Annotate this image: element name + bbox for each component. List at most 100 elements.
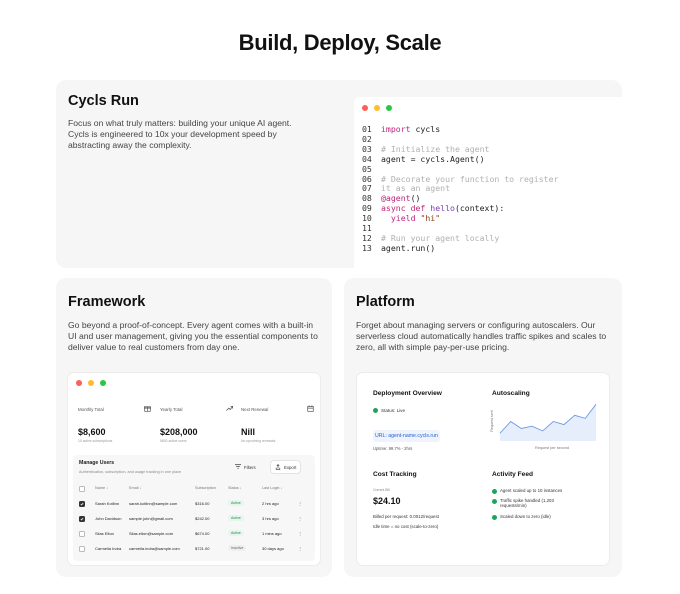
minimize-dot[interactable] <box>88 380 94 386</box>
select-all-checkbox[interactable] <box>79 486 85 492</box>
cell-last-login: 30 days ago <box>262 546 284 551</box>
row-checkbox[interactable] <box>79 546 85 552</box>
code-token: # Run your agent locally <box>381 232 500 243</box>
code-token: cycls <box>410 124 441 134</box>
cost-value: $24.10 <box>373 496 401 506</box>
export-label: Export <box>284 464 297 470</box>
code-line: 06 # Decorate your function to register <box>362 173 559 185</box>
framework-card: Framework Go beyond a proof-of-concept. … <box>56 278 332 577</box>
cell-last-login: 2 hrs ago <box>262 501 279 506</box>
framework-title: Framework <box>68 294 146 310</box>
line-number: 05 <box>362 163 372 174</box>
column-header-subscription[interactable]: Subscription <box>195 486 216 490</box>
cell-subscription: $674.00 <box>195 531 210 536</box>
close-dot[interactable] <box>76 380 82 386</box>
filters-button[interactable]: Filters <box>231 461 260 473</box>
line-number: 07 <box>362 183 372 194</box>
code-token: # Decorate your function to register <box>381 173 559 184</box>
column-header-email[interactable]: Email ↓ <box>129 486 142 490</box>
code-line: 02 <box>362 134 558 145</box>
cell-subscription: $316.00 <box>195 501 210 506</box>
deployment-url-link[interactable]: URL: agent-name.cycls.run <box>373 430 440 442</box>
code-token: # Initialize the agent <box>381 143 490 154</box>
stat-monthly-total: Monthly Total $8,600 10 active subscript… <box>78 406 153 447</box>
page-title: Build, Deploy, Scale <box>238 30 442 55</box>
dashboard-preview: Monthly Total $8,600 10 active subscript… <box>68 373 320 565</box>
line-number: 06 <box>362 173 372 184</box>
stat-value: $208,000 <box>160 427 198 437</box>
autoscaling-ylabel: Request sent <box>490 410 494 431</box>
cell-subscription: $721.00 <box>195 546 210 551</box>
cost-per-request: Billed per request: 0.0012/request <box>373 514 439 519</box>
export-button[interactable]: Export <box>271 461 301 473</box>
close-dot[interactable] <box>362 105 368 111</box>
filter-icon <box>235 464 241 470</box>
line-number: 12 <box>362 232 372 243</box>
cell-status: Inactive <box>228 545 247 551</box>
run-description: Focus on what truly matters: building yo… <box>68 118 292 150</box>
code-token: async def <box>381 203 431 214</box>
stat-subtext: 5800 active users <box>160 439 187 443</box>
cycls-run-card: Cycls Run Focus on what truly matters: b… <box>56 80 622 268</box>
code-line: 11 <box>362 223 558 234</box>
stat-value: Nill <box>241 427 256 437</box>
stat-label: Next Renewal <box>241 407 269 412</box>
stat-yearly-total: Yearly Total $208,000 5800 active users <box>160 405 235 447</box>
activity-item: Scaled down to zero (idle) <box>492 514 551 520</box>
code-line: 12 # Run your agent locally <box>362 232 558 244</box>
calendar-icon <box>307 405 314 414</box>
window-controls <box>362 105 392 111</box>
minimize-dot[interactable] <box>374 105 380 111</box>
column-header-last-login[interactable]: Last Login ↓ <box>262 486 283 490</box>
cell-email: sample.john@gmail.com <box>129 516 173 521</box>
cell-subscription: $242.00 <box>195 516 210 521</box>
platform-dashboard: Deployment Overview Status: Live URL: ag… <box>357 373 609 565</box>
row-checkbox[interactable] <box>79 501 85 507</box>
maximize-dot[interactable] <box>100 380 106 386</box>
code-line: 10 yield "hi" <box>362 213 558 224</box>
row-checkbox[interactable] <box>79 531 85 537</box>
code-token: yield <box>381 213 421 224</box>
code-line: 08@agent() <box>362 193 558 204</box>
code-line: 04 agent = cycls.Agent() <box>362 153 558 165</box>
users-subtitle: Authentication, subscription, and usage … <box>79 470 182 474</box>
table-row[interactable]: Carmella Indra carmella.indra@sample.com $… <box>76 541 312 556</box>
users-title: Manage Users <box>79 460 115 466</box>
column-header-status[interactable]: Status ↓ <box>228 486 242 490</box>
cell-status: Active <box>228 530 244 536</box>
row-checkbox[interactable] <box>79 516 85 522</box>
code-token: agent.run() <box>381 242 436 253</box>
check-icon <box>492 514 497 520</box>
row-menu-icon[interactable]: ⋮ <box>298 516 302 521</box>
run-title: Cycls Run <box>68 93 139 109</box>
autoscaling-xlabel: Request per second <box>535 446 569 450</box>
activity-item: Traffic spike handled (1,203 requests/mi… <box>492 498 568 508</box>
row-menu-icon[interactable]: ⋮ <box>298 501 302 506</box>
cell-name: Carmella Indra <box>95 546 122 551</box>
stat-subtext: 10 active subscriptions <box>78 439 113 443</box>
cell-name: Sarah Kotlinn <box>95 501 120 506</box>
column-header-name[interactable]: Name ↓ <box>95 486 109 490</box>
maximize-dot[interactable] <box>386 105 392 111</box>
export-icon <box>275 463 281 471</box>
window-controls <box>76 380 106 386</box>
line-number: 04 <box>362 153 372 164</box>
trend-up-icon <box>226 405 234 414</box>
cost-title: Cost Tracking <box>373 471 417 478</box>
row-menu-icon[interactable]: ⋮ <box>298 531 302 536</box>
line-number: 11 <box>362 223 372 234</box>
row-menu-icon[interactable]: ⋮ <box>298 546 302 551</box>
code-token: "hi" <box>420 213 441 224</box>
cell-name: Silas Elton <box>95 531 114 536</box>
cell-email: carmella.indra@sample.com <box>129 546 180 551</box>
stat-value: $8,600 <box>78 427 106 437</box>
code-token: agent = cycls.Agent() <box>381 153 485 164</box>
stat-next-renewal: Next Renewal Nill No upcoming renewals <box>241 405 316 447</box>
code-token: hello <box>430 203 455 214</box>
